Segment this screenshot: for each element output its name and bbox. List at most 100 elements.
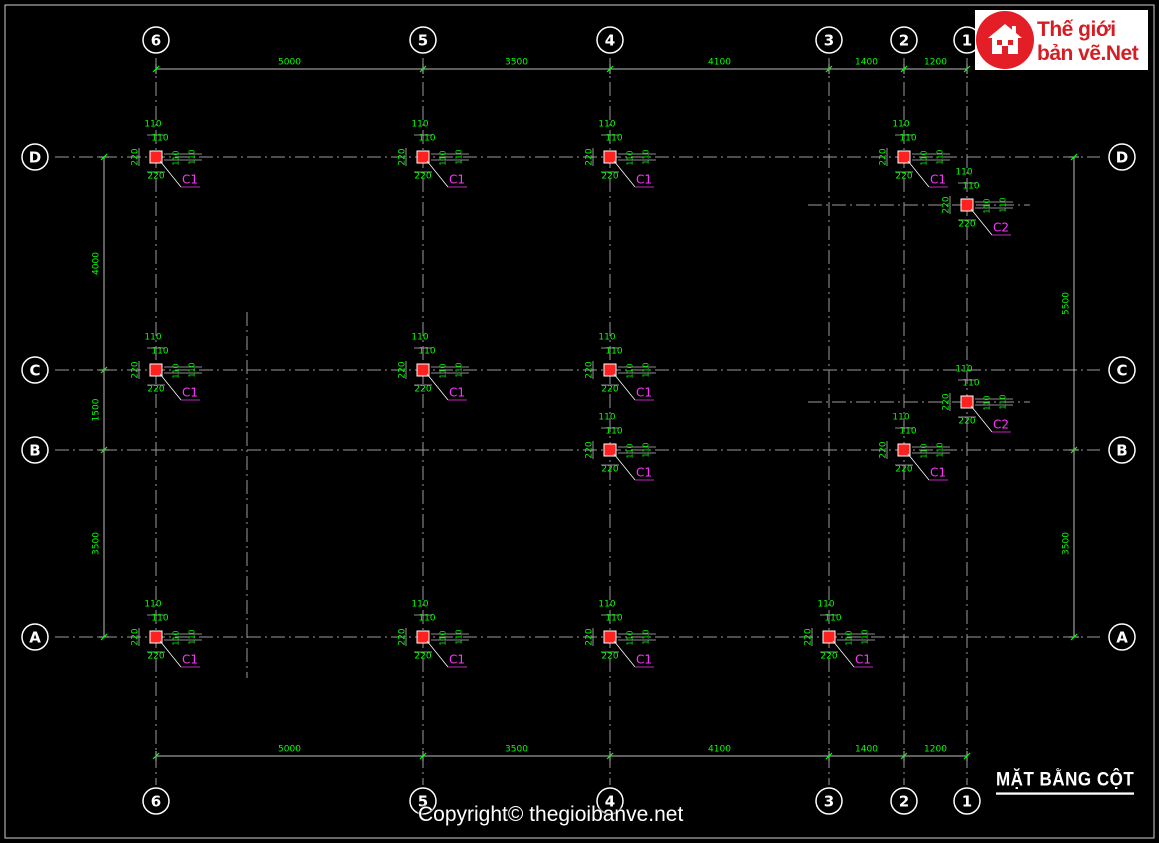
dimension-chain-right-value: 5500 xyxy=(1062,292,1072,315)
column-label: C1 xyxy=(930,173,946,187)
column-square xyxy=(603,363,617,377)
axis-bubble-right-C: C xyxy=(1108,356,1136,384)
column-leader-line xyxy=(907,453,930,481)
column-dim-top2: 110 xyxy=(824,614,841,624)
column-leader-line xyxy=(426,640,449,668)
column-dim-side: 220 xyxy=(804,628,814,645)
column-dim-top1: 110 xyxy=(411,333,428,343)
logo-text-main: bản vẽ xyxy=(1037,42,1101,65)
axis-bubble-left-D: D xyxy=(21,143,49,171)
column-dim-bottom: 220 xyxy=(147,172,164,182)
column-leader-line xyxy=(970,405,993,433)
column-square xyxy=(416,150,430,164)
column-square xyxy=(960,395,974,409)
column-leader-line xyxy=(159,640,182,668)
column-dim-top1: 110 xyxy=(144,600,161,610)
column-dim-right1: 110 xyxy=(983,395,992,410)
house-logo-icon xyxy=(976,11,1034,69)
column-dim-side: 220 xyxy=(585,148,595,165)
column-dim-side: 220 xyxy=(131,361,141,378)
axis-bubble-bottom-5-label: 5 xyxy=(418,793,428,811)
column-dim-top2: 110 xyxy=(418,134,435,144)
column-dim-right1: 110 xyxy=(626,150,635,165)
column-label: C1 xyxy=(930,466,946,480)
column-dim-right2: 110 xyxy=(642,149,651,164)
axis-bubble-left-A: A xyxy=(21,623,49,651)
column-square xyxy=(149,630,163,644)
column-dim-top1: 110 xyxy=(892,120,909,130)
dimension-chain-top-value: 3500 xyxy=(505,58,528,68)
column-dim-right1: 110 xyxy=(439,363,448,378)
axis-bubble-left-C: C xyxy=(21,356,49,384)
column-dim-side: 220 xyxy=(398,148,408,165)
column-dim-right1: 110 xyxy=(439,150,448,165)
column-square xyxy=(416,630,430,644)
column-dim-right1: 110 xyxy=(920,150,929,165)
column-dim-bottom: 220 xyxy=(601,652,618,662)
column-dim-top1: 110 xyxy=(598,333,615,343)
axis-bubble-bottom-4: 4 xyxy=(596,787,624,815)
column-square xyxy=(149,363,163,377)
dimension-chain-bottom-value: 3500 xyxy=(505,745,528,755)
column-dim-right1: 110 xyxy=(920,443,929,458)
column-leader-line xyxy=(613,453,636,481)
column-dim-top2: 110 xyxy=(151,134,168,144)
dimension-chain-top-value: 5000 xyxy=(278,58,301,68)
axis-bubble-top-2: 2 xyxy=(890,26,918,54)
column-dim-side: 220 xyxy=(585,361,595,378)
column-dim-side: 220 xyxy=(585,628,595,645)
dimension-chain-right-value: 3500 xyxy=(1062,532,1072,555)
column-dim-side: 220 xyxy=(585,441,595,458)
column-square xyxy=(603,630,617,644)
dimension-chain-right: 5500 3500 xyxy=(1062,153,1079,641)
column-leader-line xyxy=(970,208,993,236)
column-label: C1 xyxy=(449,653,465,667)
logo-text-suffix: .Net xyxy=(1100,42,1139,65)
column-dim-right2: 110 xyxy=(642,362,651,377)
column-dim-side: 220 xyxy=(942,393,952,410)
column-square xyxy=(960,198,974,212)
axis-bubble-top-1-label: 1 xyxy=(962,32,972,50)
axis-bubble-top-4: 4 xyxy=(596,26,624,54)
axis-bubble-top-5: 5 xyxy=(409,26,437,54)
column-label: C1 xyxy=(449,173,465,187)
column-label: C1 xyxy=(855,653,871,667)
column-dim-top1: 110 xyxy=(411,120,428,130)
dimension-chain-left-value: 1500 xyxy=(92,398,102,421)
column-dim-right2: 110 xyxy=(455,629,464,644)
column-dim-top2: 110 xyxy=(605,614,622,624)
brand-logo[interactable]: Thế giới bản vẽ.Net xyxy=(975,10,1148,70)
axis-bubble-top-6: 6 xyxy=(142,26,170,54)
column-dim-right2: 110 xyxy=(999,197,1008,212)
column-dim-top1: 110 xyxy=(598,413,615,423)
column-dim-top1: 110 xyxy=(892,413,909,423)
column-label: C1 xyxy=(182,386,198,400)
column-dim-top2: 110 xyxy=(899,134,916,144)
column-square xyxy=(897,443,911,457)
axis-bubble-bottom-3-label: 3 xyxy=(824,793,834,811)
column-dim-bottom: 220 xyxy=(147,385,164,395)
column-label: C1 xyxy=(182,653,198,667)
column-dim-top2: 110 xyxy=(605,347,622,357)
column-dim-right1: 110 xyxy=(626,630,635,645)
axis-bubble-bottom-6-label: 6 xyxy=(151,793,161,811)
axis-bubble-top-5-label: 5 xyxy=(418,32,428,50)
column-dim-top2: 110 xyxy=(605,134,622,144)
column-dim-top1: 110 xyxy=(144,333,161,343)
column-dim-bottom: 220 xyxy=(601,465,618,475)
axis-bubble-left-C-label: C xyxy=(29,362,40,380)
